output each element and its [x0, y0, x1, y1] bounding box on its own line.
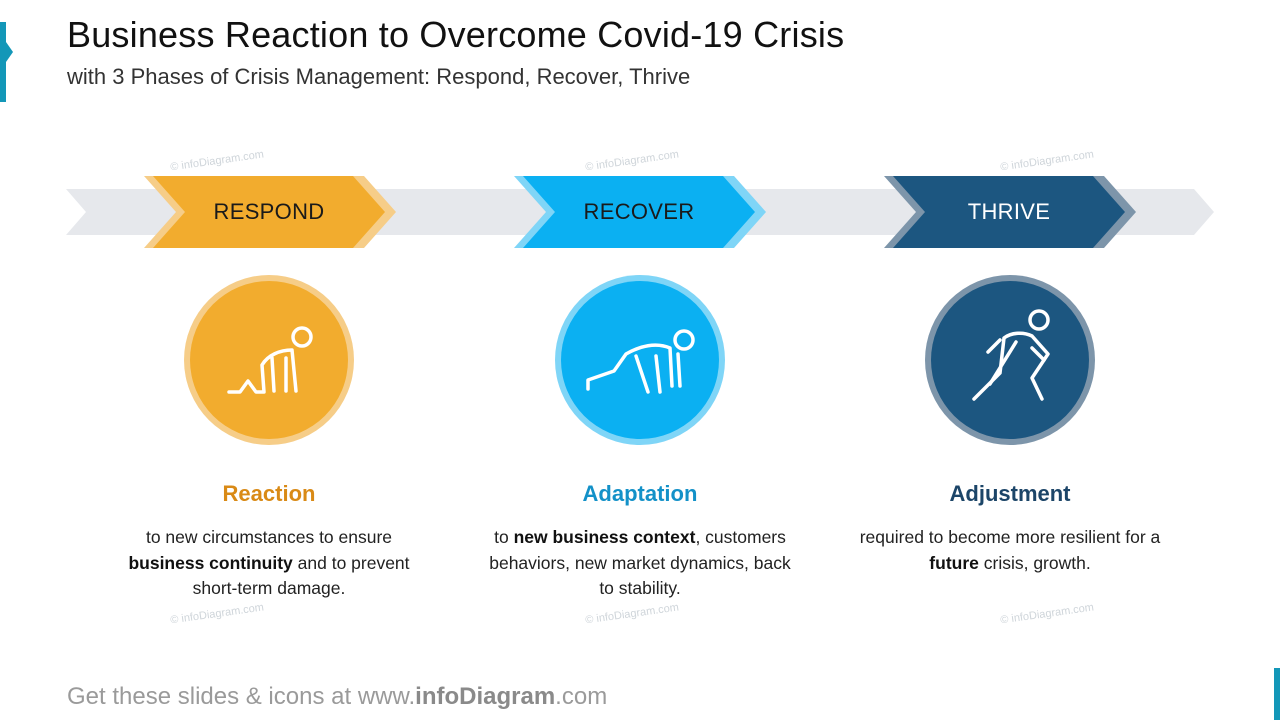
desc-emphasis: future [929, 552, 979, 573]
desc-text: to [494, 527, 514, 547]
track-segment [730, 189, 938, 235]
phase-heading-adaptation: Adaptation [582, 481, 698, 506]
thrive-circle [925, 275, 1095, 445]
chevron-main [523, 176, 755, 248]
footer-prefix: Get these slides & icons at www. [67, 683, 416, 710]
footer-brand: infoDiagram [415, 683, 556, 710]
desc-text: crisis, growth. [978, 552, 1091, 573]
respond-circle [184, 275, 354, 445]
phase-label-recover: RECOVER [583, 199, 695, 224]
desc-emphasis: new business context [513, 527, 696, 547]
arrow-track [66, 189, 1214, 235]
respond-chevron [144, 176, 396, 248]
phase-description-thrive: required to become more resilient for a … [850, 525, 1170, 576]
phase-description-respond: to new circumstances to ensure business … [109, 525, 429, 602]
rising-runner-icon [586, 329, 695, 394]
phase-label-respond: RESPOND [213, 199, 325, 224]
phase-label-thrive: THRIVE [967, 199, 1051, 224]
desc-text: and to prevent short-term damage. [192, 552, 410, 599]
desc-emphasis: business continuity [128, 552, 293, 573]
left-accent-tip [6, 42, 13, 62]
recover-circle [555, 275, 725, 445]
page-title: Business Reaction to Overcome Covid-19 C… [67, 14, 845, 55]
footer-link[interactable]: Get these slides & icons at www.infoDiag… [67, 683, 607, 711]
footer-suffix: .com [555, 683, 608, 710]
circle-fill [931, 281, 1089, 439]
right-accent-bar [1274, 668, 1280, 720]
phase-description-recover: to new business context, customers behav… [480, 525, 800, 602]
chevron-main [893, 176, 1125, 248]
crouching-runner-icon [227, 326, 313, 394]
track-segment [66, 189, 198, 235]
desc-text: , customers behaviors, new market dynami… [489, 527, 791, 598]
page-subtitle: with 3 Phases of Crisis Management: Resp… [67, 64, 691, 89]
circle-fill [561, 281, 719, 439]
left-accent-bar [0, 22, 6, 102]
phase-heading-adjustment: Adjustment [949, 481, 1071, 506]
desc-text: required to become more resilient for a [859, 527, 1161, 547]
track-segment [1100, 189, 1214, 235]
sprinting-runner-icon [972, 309, 1050, 401]
thrive-chevron [884, 176, 1136, 248]
circle-fill [190, 281, 348, 439]
desc-text: to new circumstances to ensure [145, 527, 393, 547]
phase-heading-reaction: Reaction [222, 481, 316, 506]
chevron-main [153, 176, 385, 248]
recover-chevron [514, 176, 766, 248]
track-segment [360, 189, 568, 235]
